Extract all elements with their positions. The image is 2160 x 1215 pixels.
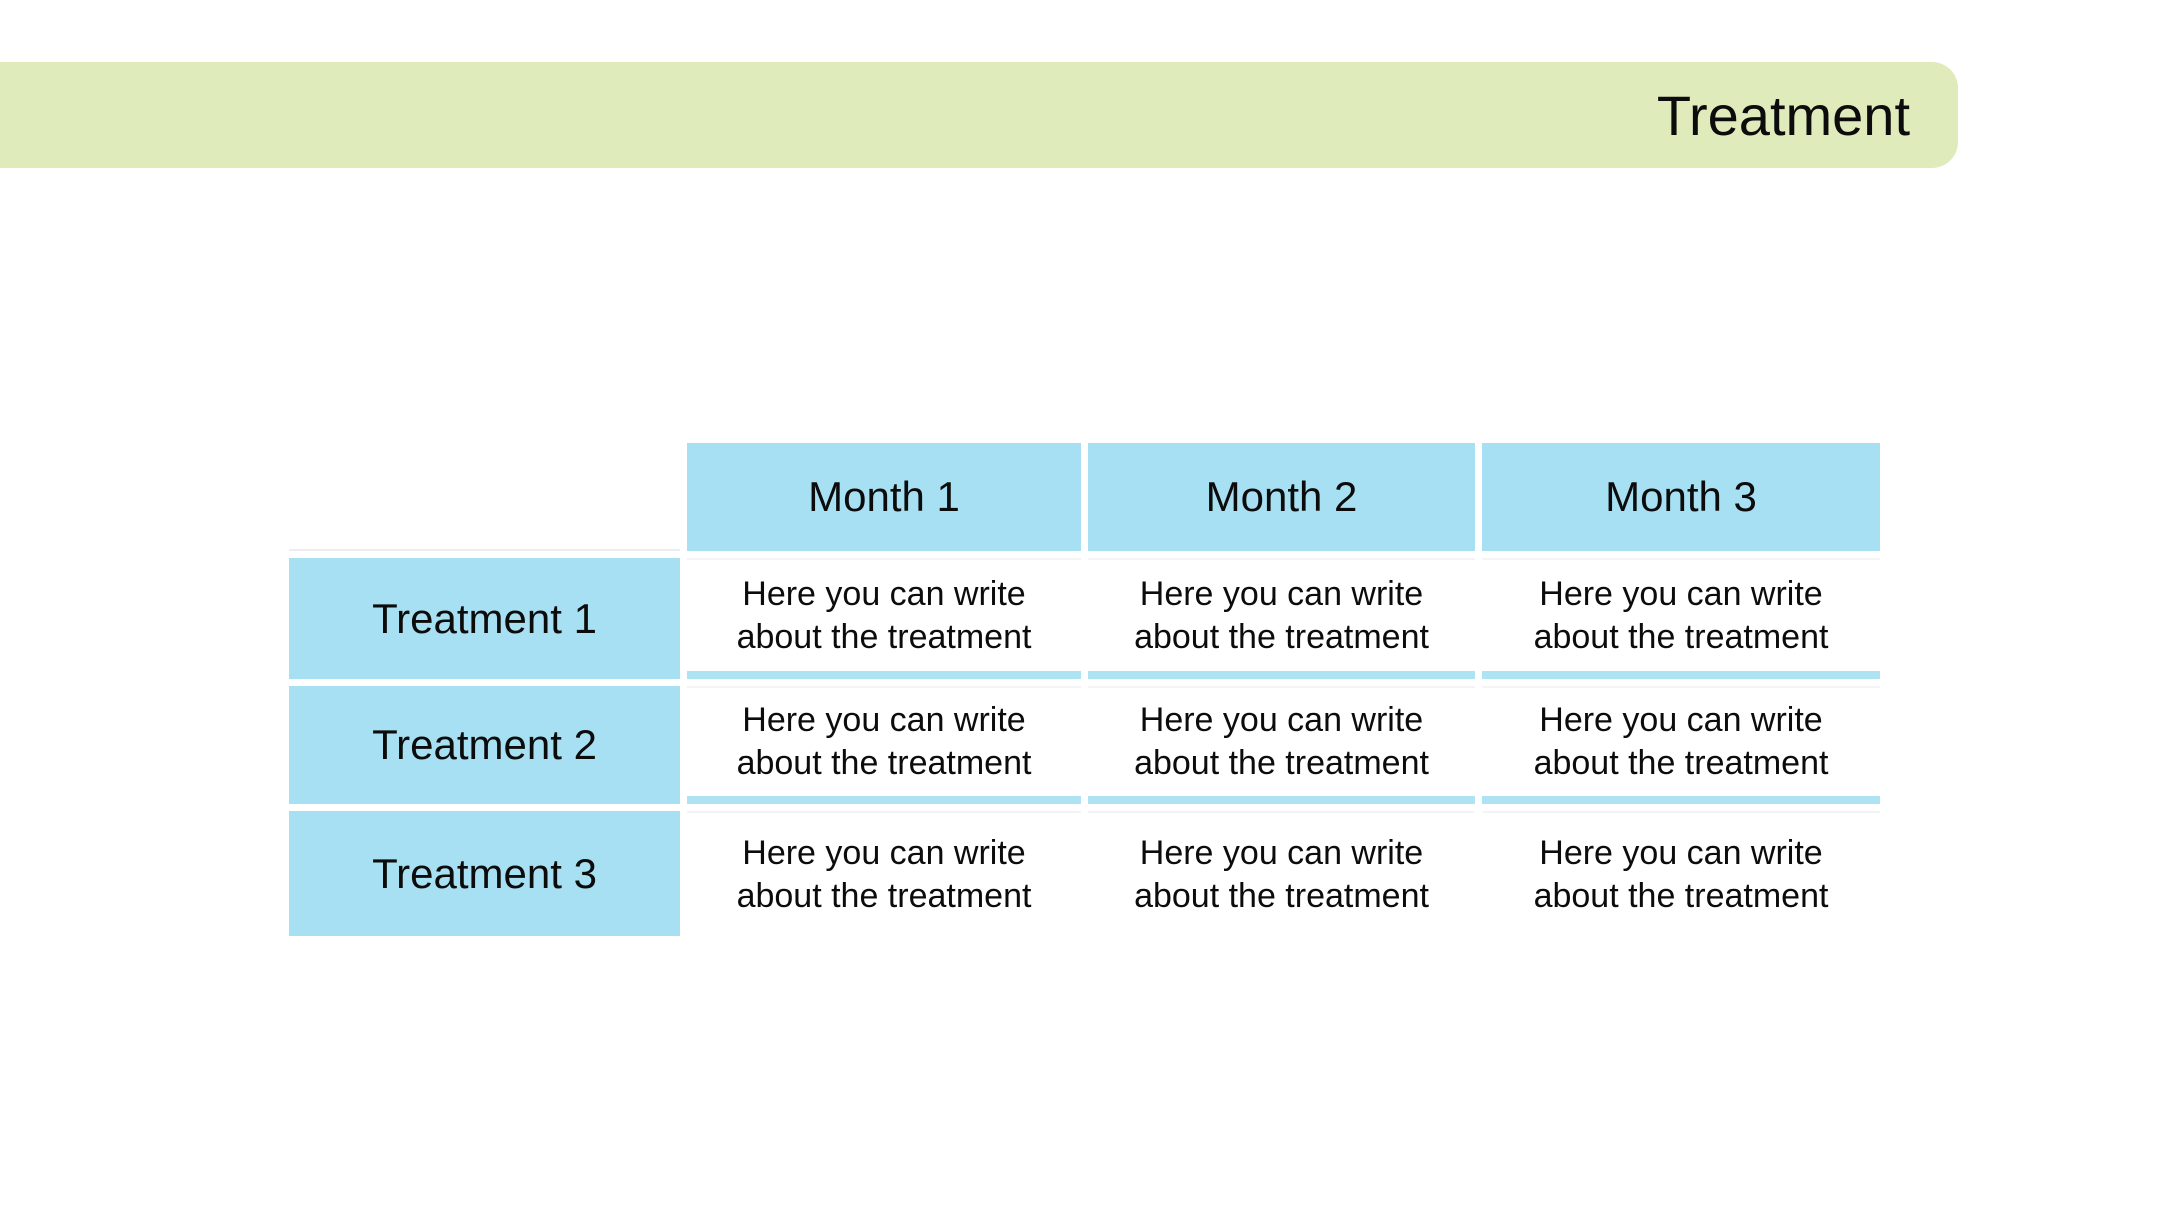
row-header-treatment-1: Treatment 1 [289,558,680,679]
slide-title: Treatment [1656,83,1910,147]
row-header-treatment-2: Treatment 2 [289,686,680,804]
title-banner: Treatment [0,62,1958,168]
table-cell-r1c1: Here you can write about the treatment [687,558,1081,679]
row-header-treatment-3: Treatment 3 [289,811,680,936]
cell-text: Here you can write about the treatment [1533,574,1829,656]
table-cell-r2c2: Here you can write about the treatment [1088,686,1475,804]
cell-text: Here you can write about the treatment [1134,833,1429,915]
cell-text: Here you can write about the treatment [736,833,1032,915]
table-cell-r3c1: Here you can write about the treatment [687,811,1081,936]
table-cell-r1c2: Here you can write about the treatment [1088,558,1475,679]
table-cell-r1c3: Here you can write about the treatment [1482,558,1880,679]
cell-text: Here you can write about the treatment [1533,833,1829,915]
column-header-month-1: Month 1 [687,443,1081,551]
table-cell-r3c2: Here you can write about the treatment [1088,811,1475,936]
cell-text: Here you can write about the treatment [1134,701,1429,782]
column-header-month-3: Month 3 [1482,443,1880,551]
cell-text: Here you can write about the treatment [1134,574,1429,656]
cell-text: Here you can write about the treatment [736,574,1032,656]
table-cell-r2c3: Here you can write about the treatment [1482,686,1880,804]
table-cell-r2c1: Here you can write about the treatment [687,686,1081,804]
treatment-table: Month 1 Month 2 Month 3 Treatment 1 Here… [289,443,1880,936]
column-header-month-2: Month 2 [1088,443,1475,551]
table-cell-r3c3: Here you can write about the treatment [1482,811,1880,936]
cell-text: Here you can write about the treatment [736,701,1032,782]
cell-text: Here you can write about the treatment [1533,701,1829,782]
table-corner-cell [289,443,680,551]
